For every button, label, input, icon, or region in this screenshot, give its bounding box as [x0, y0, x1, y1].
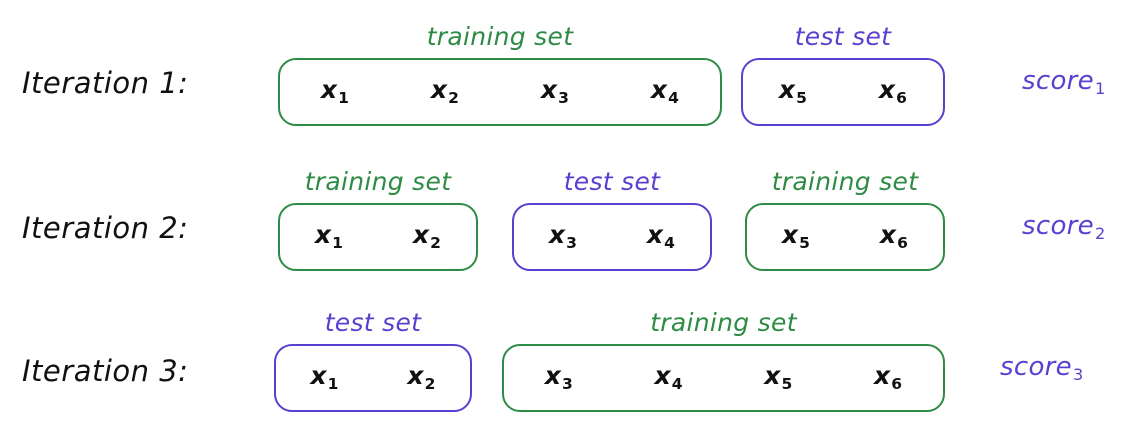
sample-item: x2	[431, 77, 459, 106]
sample-item: x1	[315, 222, 343, 251]
sample-item: x2	[407, 363, 435, 392]
sample-base: x	[314, 220, 332, 250]
sample-item: x3	[549, 222, 577, 251]
sample-subscript: 1	[327, 375, 339, 394]
sample-subscript: 5	[796, 89, 808, 108]
score-subscript: 1	[1094, 78, 1106, 98]
sample-subscript: 2	[448, 89, 460, 108]
sample-item: x3	[545, 363, 573, 392]
score-subscript: 2	[1094, 223, 1106, 243]
sample-subscript: 6	[896, 89, 908, 108]
sample-subscript: 2	[430, 234, 442, 253]
sample-subscript: 2	[424, 375, 436, 394]
sample-subscript: 4	[671, 375, 683, 394]
sample-item: x1	[321, 77, 349, 106]
sample-base: x	[412, 220, 430, 250]
sample-item: x6	[880, 222, 908, 251]
sample-base: x	[879, 220, 897, 250]
sample-subscript: 3	[558, 89, 570, 108]
sample-base: x	[781, 220, 799, 250]
sample-subscript: 6	[891, 375, 903, 394]
set-label-training: training set	[771, 167, 919, 196]
sample-base: x	[650, 75, 668, 105]
set-label-test: test set	[324, 308, 422, 337]
score-label: score2	[1022, 211, 1106, 243]
iteration-label: Iteration 3:	[22, 354, 189, 388]
iteration-label: Iteration 1:	[22, 66, 189, 100]
sample-base: x	[548, 220, 566, 250]
score-subscript: 3	[1072, 364, 1084, 384]
sample-item: x5	[764, 363, 792, 392]
sample-subscript: 1	[332, 234, 344, 253]
set-label-training: training set	[650, 308, 797, 337]
sample-item: x4	[654, 363, 682, 392]
sample-base: x	[407, 361, 424, 391]
sample-item: x4	[647, 222, 675, 251]
sample-base: x	[778, 75, 796, 105]
sample-item: x1	[310, 363, 338, 392]
sample-base: x	[430, 75, 448, 105]
sample-base: x	[764, 361, 781, 391]
score-text: score	[1022, 66, 1094, 96]
sample-base: x	[540, 75, 558, 105]
sample-subscript: 4	[668, 89, 680, 108]
sample-item: x5	[782, 222, 810, 251]
sample-subscript: 3	[562, 375, 574, 394]
sample-item: x6	[879, 77, 907, 106]
sample-subscript: 5	[799, 234, 811, 253]
sample-item: x2	[413, 222, 441, 251]
sample-base: x	[544, 361, 562, 391]
score-text: score	[1022, 211, 1094, 241]
sample-base: x	[654, 361, 671, 391]
sample-subscript: 1	[338, 89, 350, 108]
sample-item: x6	[874, 363, 902, 392]
sample-subscript: 3	[566, 234, 578, 253]
sample-base: x	[878, 75, 896, 105]
score-label: score1	[1022, 66, 1106, 98]
set-label-test: test set	[794, 22, 892, 51]
set-label-test: test set	[563, 167, 661, 196]
sample-base: x	[646, 220, 664, 250]
score-text: score	[1000, 352, 1072, 382]
sample-item: x5	[779, 77, 807, 106]
score-label: score3	[1000, 352, 1084, 384]
sample-subscript: 6	[897, 234, 909, 253]
sample-subscript: 5	[781, 375, 793, 394]
sample-base: x	[310, 361, 327, 391]
sample-item: x3	[541, 77, 569, 106]
set-label-training: training set	[426, 22, 574, 51]
iteration-label: Iteration 2:	[22, 211, 189, 245]
sample-subscript: 4	[664, 234, 676, 253]
sample-base: x	[873, 361, 891, 391]
sample-item: x4	[651, 77, 679, 106]
sample-base: x	[320, 75, 338, 105]
set-label-training: training set	[304, 167, 452, 196]
